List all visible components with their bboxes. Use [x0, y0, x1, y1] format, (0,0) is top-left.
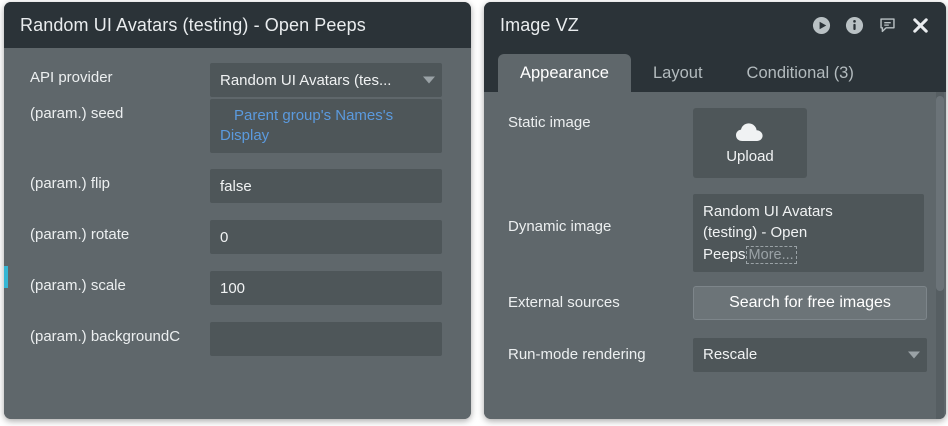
- label-param-rotate: (param.) rotate: [30, 226, 130, 243]
- image-element-panel: Image VZ: [484, 2, 946, 419]
- close-icon[interactable]: [910, 15, 930, 35]
- run-mode-value: Rescale: [703, 346, 758, 364]
- left-edge-accent-marker: [4, 266, 8, 288]
- label-static-image: Static image: [508, 114, 591, 131]
- dynamic-image-value-line3: Peeps: [703, 245, 746, 263]
- info-icon[interactable]: [844, 15, 864, 35]
- select-api-provider[interactable]: Random UI Avatars (tes...: [210, 63, 442, 97]
- dynamic-image-value-line2: (testing) - Open: [703, 224, 808, 242]
- param-rotate-value: 0: [220, 228, 229, 246]
- input-param-flip[interactable]: false: [210, 169, 442, 203]
- label-api-provider: API provider: [30, 69, 113, 86]
- row-param-backgroundc: (param.) backgroundC: [4, 322, 471, 373]
- param-flip-value: false: [220, 177, 252, 195]
- left-panel-title: Random UI Avatars (testing) - Open Peeps: [20, 14, 366, 35]
- dynamic-image-value-line1: Random UI Avatars: [703, 203, 833, 220]
- titlebar-icon-group: [811, 15, 930, 35]
- label-external-sources: External sources: [508, 294, 620, 312]
- label-param-seed: (param.) seed: [30, 105, 124, 122]
- right-panel-titlebar: Image VZ: [484, 2, 946, 48]
- comment-icon[interactable]: [877, 15, 897, 35]
- select-api-provider-value: Random UI Avatars (tes...: [220, 71, 392, 89]
- select-run-mode-rendering[interactable]: Rescale: [693, 337, 927, 372]
- input-param-backgroundc[interactable]: [210, 322, 442, 356]
- vertical-scrollbar-thumb[interactable]: [936, 96, 944, 291]
- row-static-image: Static image Upload: [484, 92, 946, 178]
- input-param-rotate[interactable]: 0: [210, 220, 442, 254]
- tab-bar: Appearance Layout Conditional (3): [484, 48, 946, 92]
- tab-conditional[interactable]: Conditional (3): [746, 64, 854, 82]
- search-free-images-button[interactable]: Search for free images: [693, 285, 927, 320]
- row-api-provider: API provider Random UI Avatars (tes...: [4, 48, 471, 99]
- row-param-flip: (param.) flip false: [4, 169, 471, 220]
- field-dynamic-image[interactable]: Random UI Avatars (testing) - Open Peeps…: [693, 194, 924, 272]
- param-scale-value: 100: [220, 279, 246, 297]
- tab-layout[interactable]: Layout: [653, 64, 703, 82]
- upload-button-label: Upload: [726, 147, 774, 165]
- row-param-rotate: (param.) rotate 0: [4, 220, 471, 271]
- chevron-down-icon: [423, 76, 435, 84]
- api-provider-panel: Random UI Avatars (testing) - Open Peeps…: [4, 2, 471, 419]
- row-param-scale: (param.) scale 100: [4, 271, 471, 322]
- param-seed-expression-link[interactable]: Parent group's Names's Display: [220, 107, 394, 145]
- label-run-mode-rendering: Run-mode rendering: [508, 346, 646, 364]
- field-param-seed[interactable]: Parent group's Names's Display: [210, 99, 442, 153]
- label-param-backgroundc: (param.) backgroundC: [30, 328, 181, 345]
- label-param-scale: (param.) scale: [30, 277, 126, 294]
- left-panel-body: API provider Random UI Avatars (tes... (…: [4, 48, 471, 419]
- label-param-flip: (param.) flip: [30, 175, 111, 192]
- upload-button[interactable]: Upload: [693, 108, 807, 178]
- row-run-mode-rendering: Run-mode rendering Rescale: [484, 320, 946, 372]
- input-param-scale[interactable]: 100: [210, 271, 442, 305]
- cloud-upload-icon: [735, 122, 765, 144]
- more-button[interactable]: More...: [745, 245, 797, 265]
- left-panel-titlebar: Random UI Avatars (testing) - Open Peeps: [4, 2, 471, 48]
- tab-appearance[interactable]: Appearance: [498, 54, 631, 92]
- chevron-down-icon: [908, 351, 920, 359]
- play-icon[interactable]: [811, 15, 831, 35]
- right-panel-title: Image VZ: [500, 14, 579, 35]
- label-dynamic-image: Dynamic image: [508, 218, 612, 235]
- row-dynamic-image: Dynamic image Random UI Avatars (testing…: [484, 178, 946, 272]
- row-param-seed: (param.) seed Parent group's Names's Dis…: [4, 99, 471, 169]
- right-panel-body: Static image Upload Dynamic image: [484, 92, 946, 419]
- row-external-sources: External sources Search for free images: [484, 272, 946, 320]
